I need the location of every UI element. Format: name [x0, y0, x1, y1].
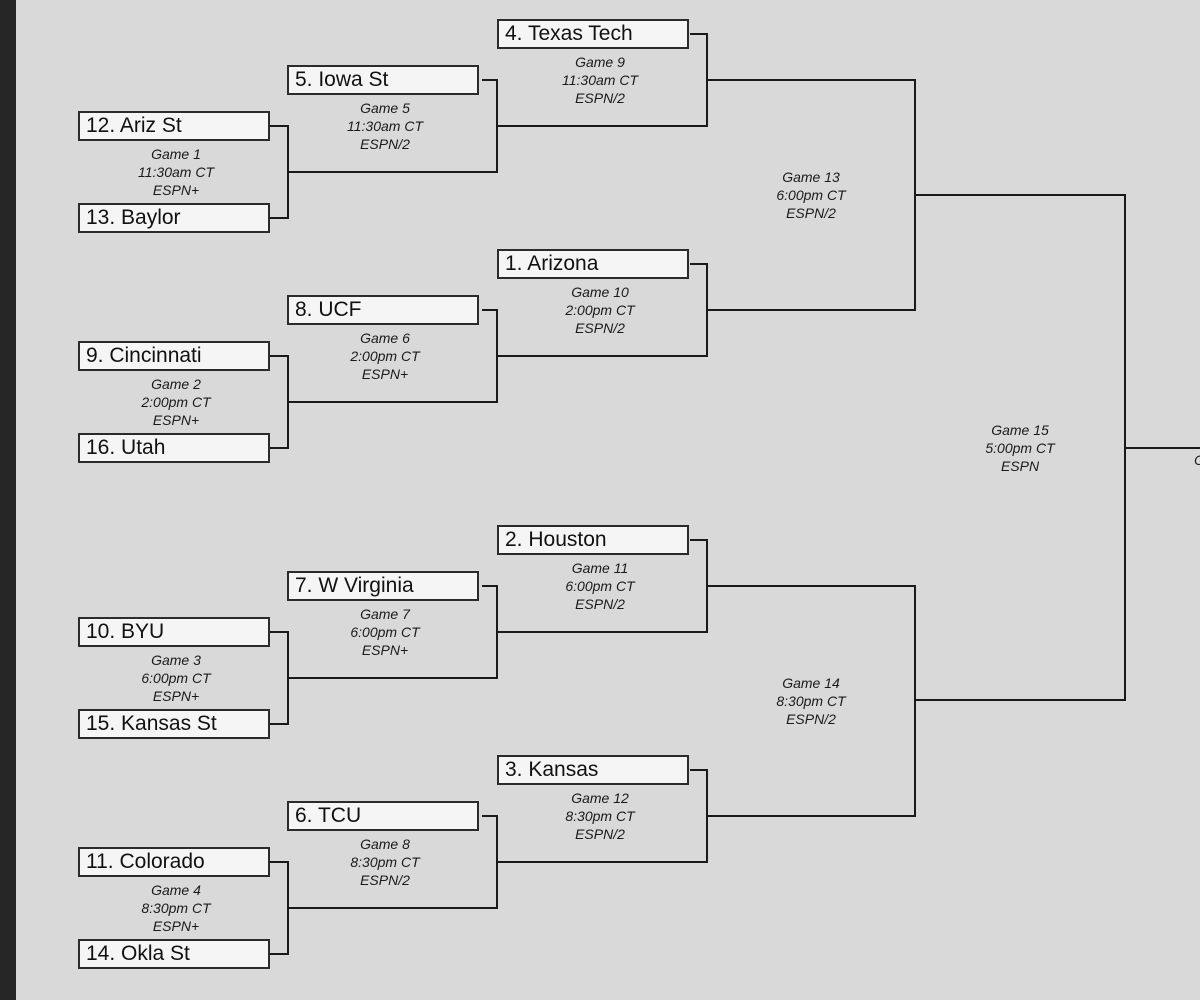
game-5-tv: ESPN/2 [360, 136, 410, 152]
team-ucf: 8. UCF [287, 295, 479, 325]
team-byu: 10. BYU [78, 617, 270, 647]
game-2-label: Game 2 [151, 376, 201, 392]
team-ariz-st: 12. Ariz St [78, 111, 270, 141]
game-9-info: Game 9 11:30am CT ESPN/2 [490, 53, 710, 107]
game-10-time: 2:00pm CT [565, 302, 635, 318]
game-6-info: Game 6 2:00pm CT ESPN+ [275, 329, 495, 383]
game-3-info: Game 3 6:00pm CT ESPN+ [66, 651, 286, 705]
cut-off-label: C [1194, 452, 1200, 468]
game-15-info: Game 15 5:00pm CT ESPN [910, 421, 1130, 475]
game-5-info: Game 5 11:30am CT ESPN/2 [275, 99, 495, 153]
team-iowa-st: 5. Iowa St [287, 65, 479, 95]
game-15-time: 5:00pm CT [985, 440, 1055, 456]
team-kansas: 3. Kansas [497, 755, 689, 785]
connector-group [270, 33, 1200, 955]
game-4-info: Game 4 8:30pm CT ESPN+ [66, 881, 286, 935]
game-8-label: Game 8 [360, 836, 410, 852]
team-kansas-st: 15. Kansas St [78, 709, 270, 739]
game-14-info: Game 14 8:30pm CT ESPN/2 [701, 674, 921, 728]
game-13-label: Game 13 [782, 169, 840, 185]
team-texas-tech: 4. Texas Tech [497, 19, 689, 49]
team-arizona: 1. Arizona [497, 249, 689, 279]
game-8-tv: ESPN/2 [360, 872, 410, 888]
game-7-info: Game 7 6:00pm CT ESPN+ [275, 605, 495, 659]
game-9-label: Game 9 [575, 54, 625, 70]
game-14-label: Game 14 [782, 675, 840, 691]
game-12-tv: ESPN/2 [575, 826, 625, 842]
game-7-label: Game 7 [360, 606, 410, 622]
game-2-time: 2:00pm CT [141, 394, 211, 410]
game-6-label: Game 6 [360, 330, 410, 346]
game-11-info: Game 11 6:00pm CT ESPN/2 [490, 559, 710, 613]
game-11-time: 6:00pm CT [565, 578, 635, 594]
game-13-tv: ESPN/2 [786, 205, 836, 221]
team-tcu: 6. TCU [287, 801, 479, 831]
game-3-label: Game 3 [151, 652, 201, 668]
game-8-info: Game 8 8:30pm CT ESPN/2 [275, 835, 495, 889]
game-14-time: 8:30pm CT [776, 693, 846, 709]
game-5-time: 11:30am CT [347, 118, 423, 134]
game-1-label: Game 1 [151, 146, 201, 162]
game-12-time: 8:30pm CT [565, 808, 635, 824]
game-3-time: 6:00pm CT [141, 670, 211, 686]
game-15-label: Game 15 [991, 422, 1049, 438]
team-colorado: 11. Colorado [78, 847, 270, 877]
game-7-time: 6:00pm CT [350, 624, 420, 640]
game-6-tv: ESPN+ [361, 366, 409, 382]
game-7-tv: ESPN+ [361, 642, 409, 658]
game-3-tv: ESPN+ [152, 688, 200, 704]
game-8-time: 8:30pm CT [350, 854, 420, 870]
game-14-tv: ESPN/2 [786, 711, 836, 727]
team-baylor: 13. Baylor [78, 203, 270, 233]
game-5-label: Game 5 [360, 100, 410, 116]
game-13-time: 6:00pm CT [776, 187, 846, 203]
game-1-info: Game 1 11:30am CT ESPN+ [66, 145, 286, 199]
team-utah: 16. Utah [78, 433, 270, 463]
game-2-tv: ESPN+ [152, 412, 200, 428]
game-9-time: 11:30am CT [562, 72, 638, 88]
team-houston: 2. Houston [497, 525, 689, 555]
game-1-tv: ESPN+ [152, 182, 200, 198]
game-4-label: Game 4 [151, 882, 201, 898]
team-cincinnati: 9. Cincinnati [78, 341, 270, 371]
team-w-virginia: 7. W Virginia [287, 571, 479, 601]
game-6-time: 2:00pm CT [350, 348, 420, 364]
game-4-time: 8:30pm CT [141, 900, 211, 916]
game-12-label: Game 12 [571, 790, 629, 806]
game-11-tv: ESPN/2 [575, 596, 625, 612]
game-11-label: Game 11 [571, 560, 629, 576]
game-10-label: Game 10 [571, 284, 629, 300]
game-13-info: Game 13 6:00pm CT ESPN/2 [701, 168, 921, 222]
game-12-info: Game 12 8:30pm CT ESPN/2 [490, 789, 710, 843]
game-4-tv: ESPN+ [152, 918, 200, 934]
game-10-tv: ESPN/2 [575, 320, 625, 336]
game-9-tv: ESPN/2 [575, 90, 625, 106]
left-edge-strip [0, 0, 16, 1000]
game-10-info: Game 10 2:00pm CT ESPN/2 [490, 283, 710, 337]
game-1-time: 11:30am CT [138, 164, 214, 180]
game-2-info: Game 2 2:00pm CT ESPN+ [66, 375, 286, 429]
team-okla-st: 14. Okla St [78, 939, 270, 969]
game-15-tv: ESPN [1000, 458, 1040, 474]
